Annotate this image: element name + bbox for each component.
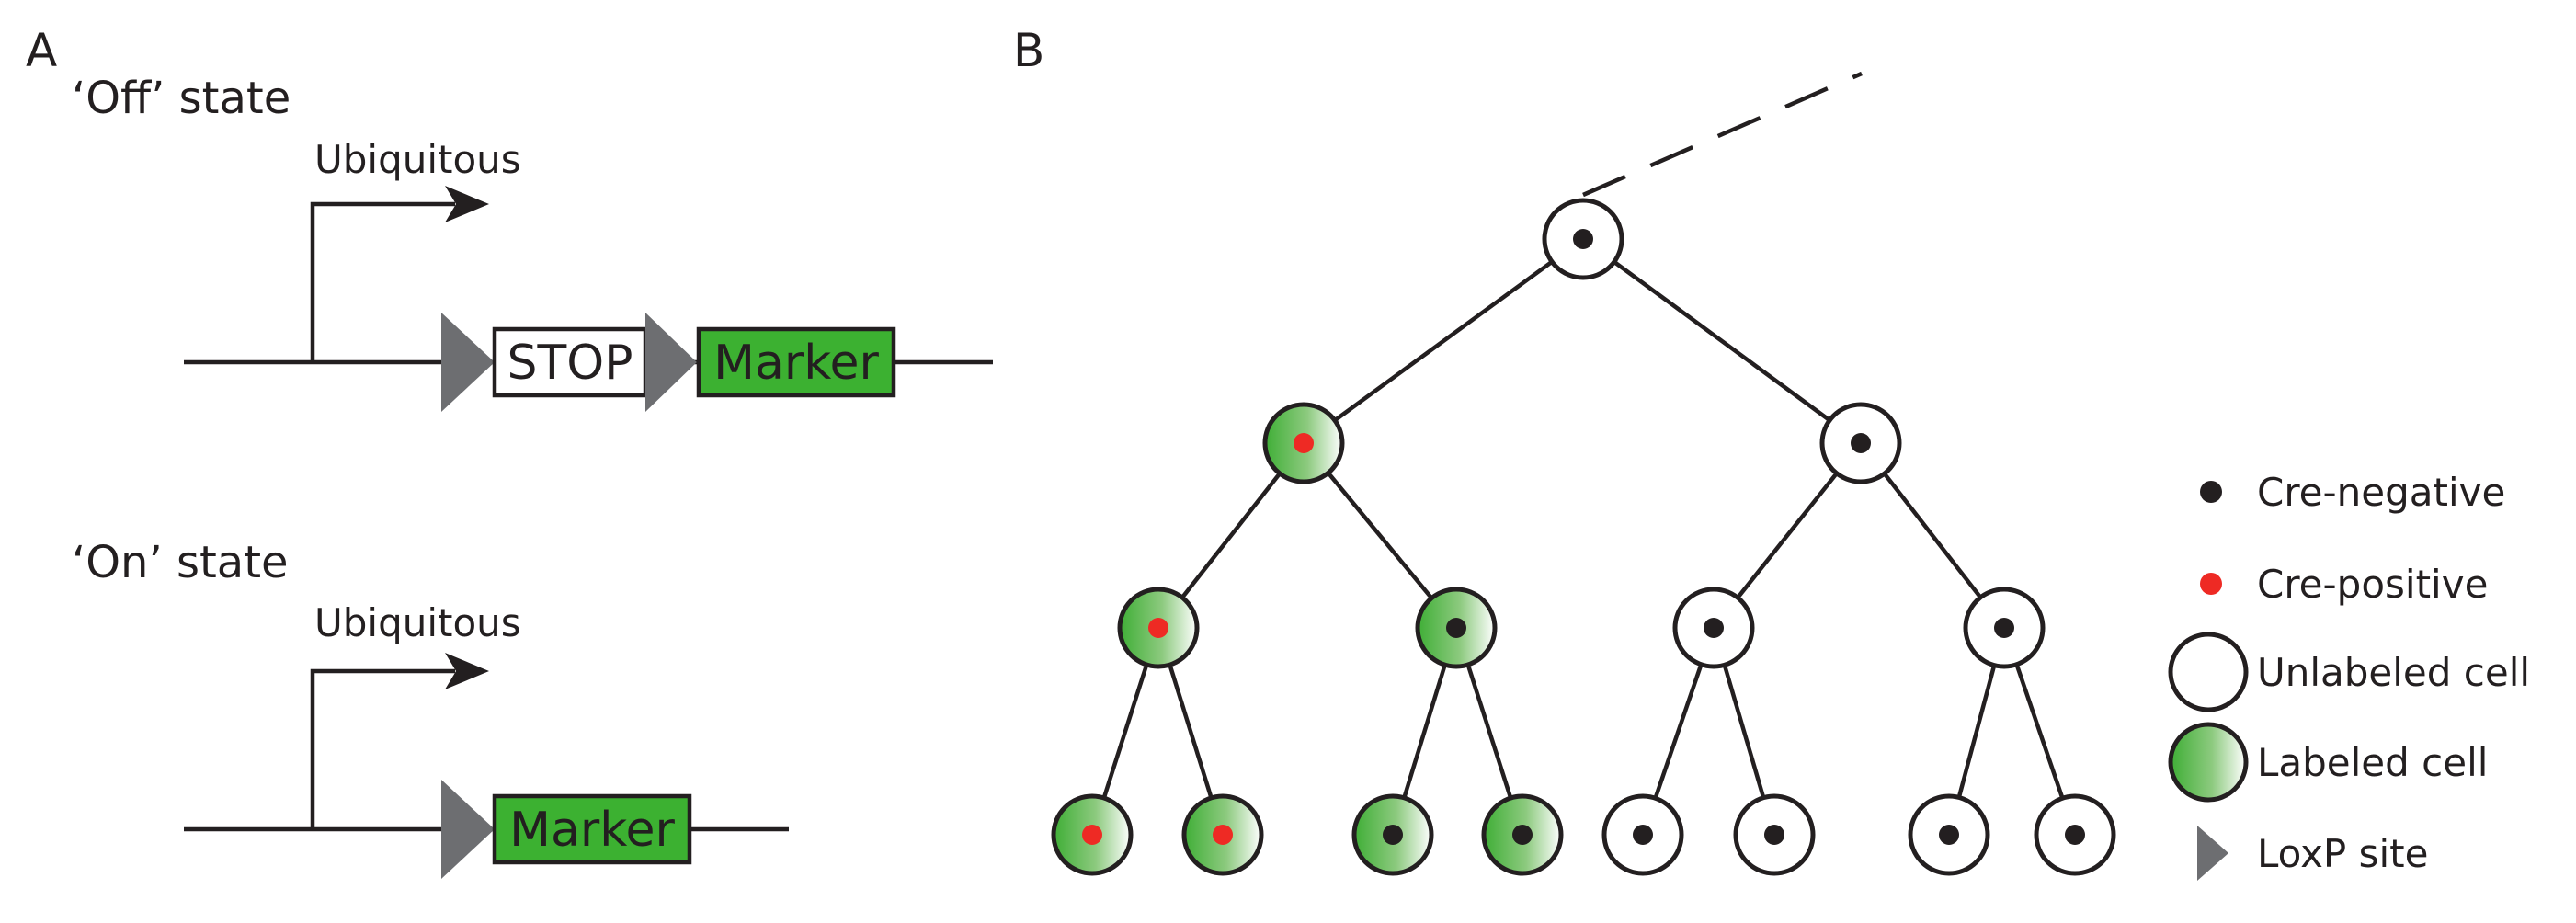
labeled-cell [1415, 587, 1498, 669]
on-promoter-arrow [310, 668, 455, 827]
off-loxp-2 [645, 313, 697, 412]
legend-unlabeled-label: Unlabeled cell [2257, 650, 2530, 695]
legend-labeled-cell [2168, 722, 2249, 803]
legend-unlabeled-cell [2168, 632, 2249, 712]
off-state-construct: ‘Off’ state Ubiquitous STOP Marker [72, 73, 993, 412]
legend-labeled-label: Labeled cell [2257, 740, 2488, 785]
unlabeled-cell [1672, 587, 1755, 669]
labeled-cell [1351, 793, 1434, 876]
cre-negative-nucleus [1704, 618, 1724, 638]
labeled-cell [1262, 402, 1345, 484]
panel-b: B Cre-negative Cre-positive Unlabeled ce… [1013, 24, 2530, 881]
off-state-title: ‘Off’ state [72, 73, 291, 124]
cre-negative-nucleus [1446, 618, 1466, 638]
cre-negative-nucleus [1512, 825, 1533, 845]
lineage-tree-cells [1051, 198, 2116, 876]
cre-negative-nucleus [1764, 825, 1784, 845]
unlabeled-cell [1733, 793, 1816, 876]
unlabeled-cell [1908, 793, 1990, 876]
cre-negative-nucleus [1633, 825, 1653, 845]
off-loxp-1 [441, 313, 495, 412]
on-state-title: ‘On’ state [72, 537, 289, 588]
legend-cre-negative-dot [2200, 481, 2222, 503]
cre-positive-nucleus [1213, 825, 1233, 845]
cre-positive-nucleus [1082, 825, 1102, 845]
on-state-construct: ‘On’ state Ubiquitous Marker [72, 537, 789, 879]
cre-negative-nucleus [1383, 825, 1403, 845]
on-loxp [441, 780, 495, 879]
legend-cre-negative-label: Cre-negative [2257, 470, 2505, 515]
cre-negative-nucleus [1939, 825, 1959, 845]
unlabeled-cell [2034, 793, 2116, 876]
on-marker-label: Marker [509, 803, 675, 858]
legend-loxp-label: LoxP site [2257, 831, 2428, 876]
unlabeled-cell [1963, 587, 2046, 669]
unlabeled-cell [1819, 402, 1902, 484]
on-marker-box [492, 793, 692, 865]
legend: Cre-negative Cre-positive Unlabeled cell… [2168, 470, 2530, 881]
cre-negative-nucleus [1573, 229, 1593, 249]
off-promoter-label: Ubiquitous [314, 137, 521, 182]
on-promoter-arrowhead [445, 653, 489, 689]
panel-a-label: A [26, 24, 57, 77]
off-marker-label: Marker [713, 336, 879, 391]
lineage-edge [1302, 237, 1585, 445]
unlabeled-cell [1542, 198, 1624, 280]
labeled-cell [1481, 793, 1564, 876]
legend-loxp-icon [2197, 826, 2228, 881]
off-promoter-arrow [310, 201, 455, 360]
legend-cre-positive-label: Cre-positive [2257, 562, 2488, 607]
stop-cassette-label: STOP [507, 336, 633, 391]
lineage-tree-edges [1089, 237, 2078, 836]
legend-cre-positive-dot [2200, 573, 2222, 595]
panel-b-label: B [1013, 24, 1044, 77]
on-promoter-label: Ubiquitous [314, 600, 521, 645]
labeled-cell [1051, 793, 1134, 876]
lineage-edge [1581, 237, 1863, 445]
off-marker-box [696, 326, 896, 398]
cre-negative-nucleus [2065, 825, 2085, 845]
panel-a: A ‘Off’ state Ubiquitous STOP Marker ‘On… [26, 24, 993, 879]
cre-negative-nucleus [1994, 618, 2014, 638]
unlabeled-cell [1601, 793, 1684, 876]
ancestor-lineage-dashed [1582, 71, 1863, 198]
off-promoter-arrowhead [445, 186, 489, 222]
cre-positive-nucleus [1294, 433, 1314, 453]
cre-negative-nucleus [1851, 433, 1871, 453]
cre-positive-nucleus [1148, 618, 1168, 638]
labeled-cell [1181, 793, 1264, 876]
labeled-cell [1117, 587, 1200, 669]
